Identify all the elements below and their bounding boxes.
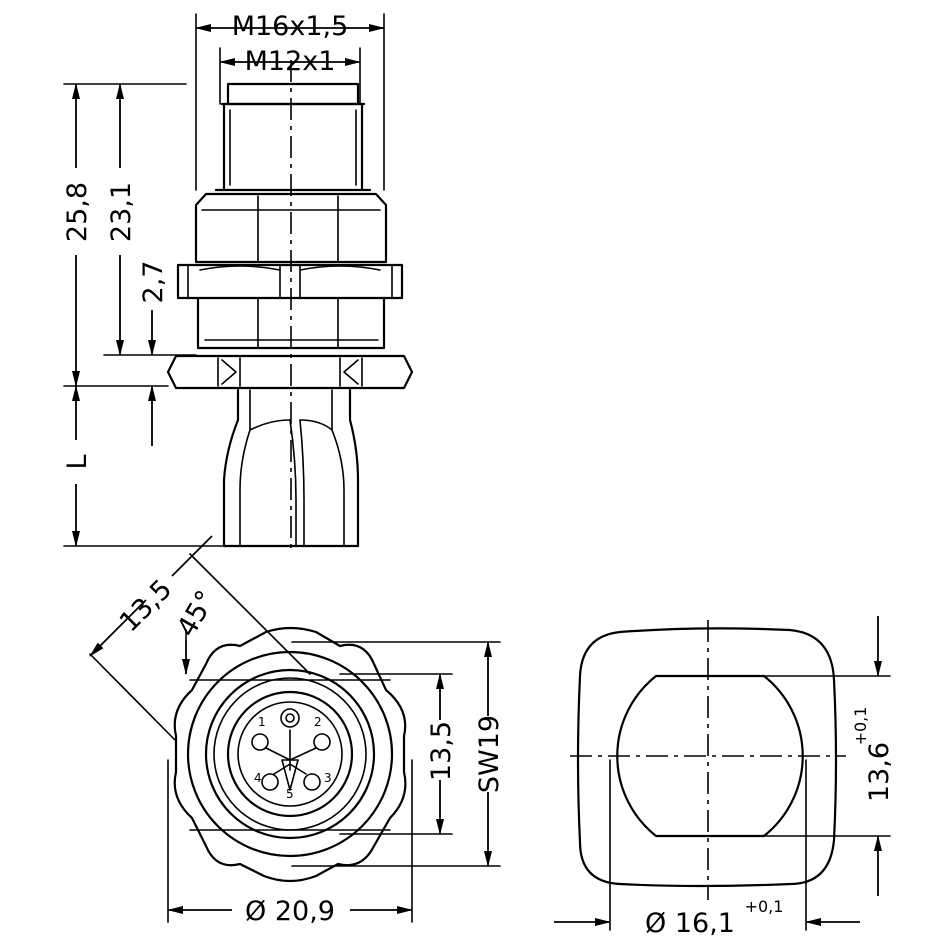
dim-16-1: Ø 16,1 +0,1	[554, 897, 860, 939]
dim-16-1-tolerance: +0,1	[745, 897, 784, 916]
dim-diagonal-label: 13,5	[114, 574, 178, 638]
dim-13-6-label: 13,6	[864, 742, 895, 802]
connector-pins: 1 2 3 4 5	[251, 708, 332, 801]
dim-m12-label: M12x1	[245, 46, 336, 77]
dim-m16-label: M16x1,5	[232, 11, 349, 42]
dim-2-7: 2,7	[138, 261, 169, 446]
thread-section	[214, 82, 372, 192]
pin-label-5: 5	[286, 787, 294, 801]
dim-m16: M16x1,5	[195, 11, 385, 191]
dim-23-1: 23,1	[106, 83, 137, 356]
dim-20-9: Ø 20,9	[167, 759, 413, 927]
pin-label-3: 3	[324, 771, 332, 785]
front-socket-face	[226, 690, 354, 818]
dim-l-label: L	[62, 454, 93, 469]
dim-diagonal: 13,5 45°	[89, 535, 311, 741]
dim-2-7-label: 2,7	[138, 261, 169, 304]
front-flange-circle	[186, 650, 394, 858]
dim-25-8: 25,8	[62, 83, 93, 387]
dim-25-8-label: 25,8	[62, 182, 93, 242]
pin-hole	[280, 708, 300, 728]
pin-hole	[313, 733, 331, 751]
pin-hole	[303, 773, 321, 791]
pin-hole	[251, 733, 269, 751]
pin-label-4: 4	[254, 771, 262, 785]
dim-13-5-vertical: 13,5	[426, 673, 457, 835]
flange-hex	[166, 354, 414, 390]
dim-13-6: 13,6 +0,1	[851, 616, 895, 896]
panel-boundary	[576, 627, 838, 888]
dim-l: L	[62, 385, 93, 547]
dim-16-1-label: Ø 16,1	[645, 908, 735, 939]
front-view: 1 2 3 4 5 13,5 SW19 13,5	[89, 535, 505, 927]
panel-cutout-view: 13,6 +0,1 Ø 16,1 +0,1	[554, 616, 895, 939]
dim-13-6-tolerance: +0,1	[851, 707, 870, 746]
dim-20-9-label: Ø 20,9	[245, 896, 335, 927]
dim-m12: M12x1	[219, 46, 361, 105]
lock-nut	[176, 263, 404, 300]
front-outer-hex	[173, 626, 407, 883]
dim-sw19-label: SW19	[474, 715, 505, 793]
pin-label-1: 1	[258, 715, 266, 729]
side-view: M16x1,5 M12x1 25,8 23,1 2,	[62, 11, 414, 550]
upper-hex-body	[194, 192, 388, 264]
dim-23-1-label: 23,1	[106, 182, 137, 242]
lower-body	[196, 296, 386, 350]
dim-13-5-vertical-label: 13,5	[426, 721, 457, 781]
dim-angle-label: 45°	[171, 585, 222, 642]
dim-sw19: SW19	[474, 641, 505, 867]
pin-hole	[261, 773, 279, 791]
pin-label-2: 2	[314, 715, 322, 729]
